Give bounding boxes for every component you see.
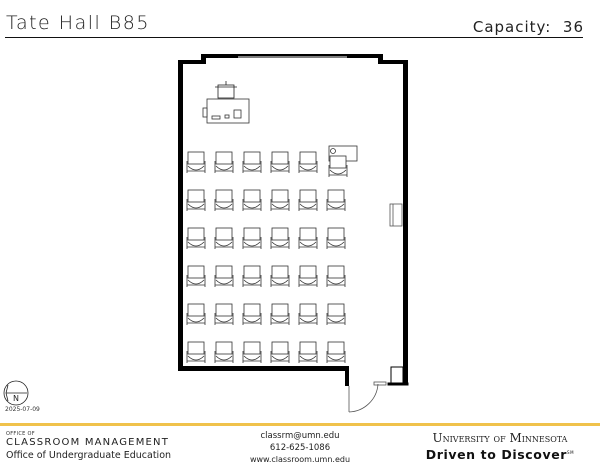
room-title: Tate Hall B85 — [6, 12, 150, 34]
capacity-label: Capacity: — [472, 18, 552, 36]
office-name: Office of Undergraduate Education — [6, 450, 172, 461]
seat — [214, 303, 234, 325]
seat — [326, 265, 346, 287]
instructor-desk-icon — [202, 98, 250, 124]
compass-icon: N — [3, 380, 29, 406]
seat — [186, 189, 206, 211]
seat — [326, 341, 346, 363]
department-name: CLASSROOM MANAGEMENT — [6, 437, 170, 448]
seat — [186, 227, 206, 249]
footer-accent-bar — [0, 423, 600, 426]
tagline-text: Driven to Discover — [425, 447, 568, 462]
seat — [214, 189, 234, 211]
contact-phone[interactable]: 612-625-1086 — [269, 443, 331, 453]
seat — [186, 265, 206, 287]
seat — [214, 151, 234, 173]
office-of-label: OFFICE OF — [6, 431, 35, 437]
seat — [298, 341, 318, 363]
seat — [298, 189, 318, 211]
capacity-value: 36 — [562, 18, 584, 36]
seat — [326, 303, 346, 325]
seats — [186, 151, 348, 363]
seat — [214, 265, 234, 287]
header-rule — [5, 37, 583, 38]
seat — [242, 265, 262, 287]
seat — [326, 189, 346, 211]
seat — [186, 151, 206, 173]
seat — [298, 151, 318, 173]
seat — [242, 189, 262, 211]
closet — [387, 366, 409, 386]
projector-icon — [215, 81, 237, 99]
wall-panel — [389, 203, 403, 227]
seat — [242, 227, 262, 249]
university-logo: University of Minnesota — [432, 431, 568, 445]
seat — [298, 227, 318, 249]
seat — [242, 303, 262, 325]
seat — [186, 341, 206, 363]
seat — [242, 151, 262, 173]
svg-text:N: N — [13, 394, 19, 403]
seat — [326, 227, 346, 249]
tagline: Driven to DiscoverSM — [400, 447, 600, 462]
seat — [186, 303, 206, 325]
seat — [298, 303, 318, 325]
seat — [328, 155, 348, 177]
service-mark: SM — [567, 449, 575, 455]
plan-date: 2025-07-09 — [5, 406, 40, 413]
walls — [178, 54, 408, 386]
contact-website[interactable]: www.classroom.umn.edu — [249, 455, 351, 464]
seat — [214, 227, 234, 249]
seat — [270, 265, 290, 287]
seat — [270, 303, 290, 325]
seat — [270, 227, 290, 249]
seat — [298, 265, 318, 287]
seat — [270, 151, 290, 173]
capacity: Capacity: 36 — [473, 18, 584, 36]
seat — [214, 341, 234, 363]
seat — [270, 189, 290, 211]
seat — [270, 341, 290, 363]
door[interactable] — [348, 381, 387, 413]
contact-email[interactable]: classrm@umn.edu — [260, 431, 340, 441]
seat — [242, 341, 262, 363]
